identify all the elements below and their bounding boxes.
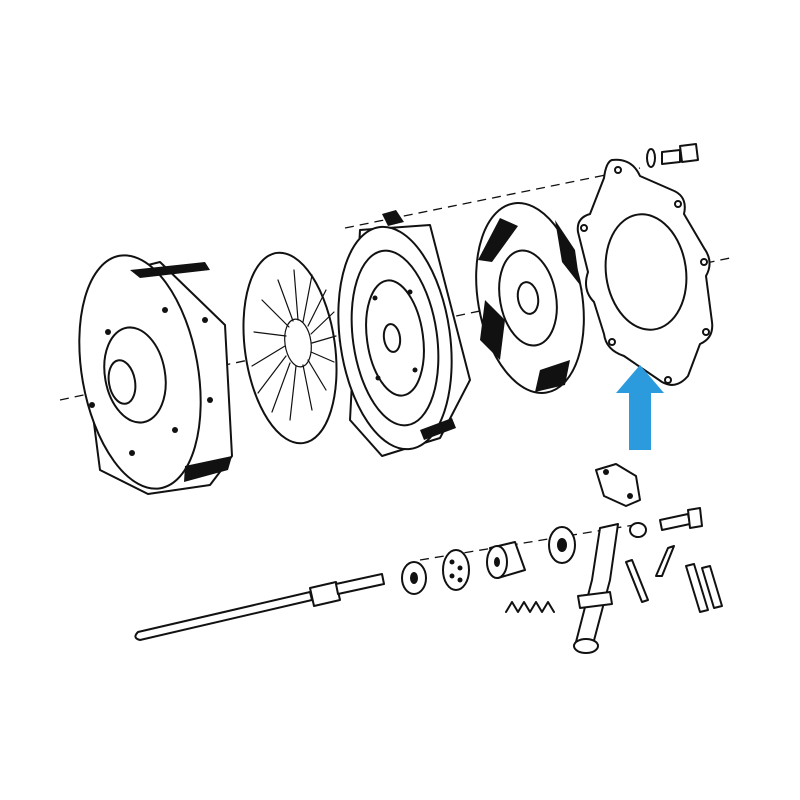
pressure-plate	[337, 210, 471, 457]
release-bearing	[548, 526, 576, 564]
bolt-right	[659, 507, 703, 531]
spring	[505, 601, 555, 613]
release-fork-bracket	[595, 463, 641, 507]
nut	[629, 522, 647, 538]
bolt	[661, 143, 699, 165]
clutch-disc	[475, 202, 585, 394]
callout-arrow	[616, 365, 664, 450]
bearing-carrier	[486, 541, 526, 579]
washer	[646, 148, 656, 168]
cover-plate	[576, 158, 714, 386]
input-shaft	[134, 573, 385, 641]
collar	[401, 561, 427, 595]
release-fork	[573, 523, 619, 654]
diaphragm-spring	[242, 251, 338, 445]
bearing-cage	[442, 549, 470, 591]
flywheel	[78, 254, 233, 495]
pins	[625, 545, 723, 613]
